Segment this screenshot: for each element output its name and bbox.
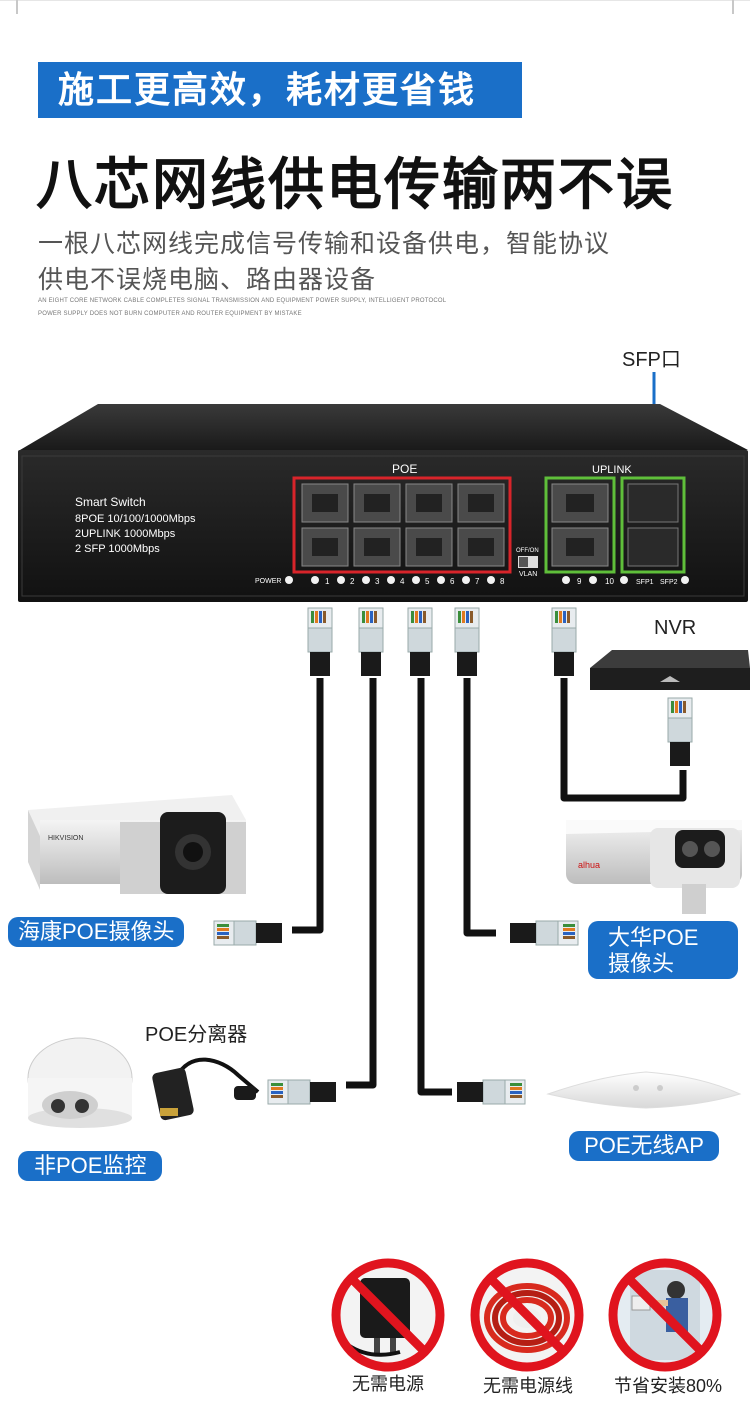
sfp-slot-1	[627, 483, 679, 523]
status-leds	[285, 576, 689, 584]
port-number-3: 3	[375, 577, 380, 586]
dahua-camera-label: 大华POE 摄像头	[588, 921, 738, 979]
uplink-group-label: UPLINK	[592, 464, 632, 476]
description-line-2: 供电不误烧电脑、路由器设备	[38, 266, 377, 294]
port-number-8: 8	[500, 577, 505, 586]
switch-onoff-label: OFF/ON	[516, 548, 539, 554]
top-divider	[0, 0, 750, 1]
sfp-slot-2	[627, 527, 679, 567]
dome-camera	[27, 1037, 133, 1128]
port-number-5: 5	[425, 577, 430, 586]
no-power-label: 无需电源	[352, 1374, 424, 1394]
corner-mark-left	[16, 0, 18, 14]
dahua-camera: alhua	[566, 820, 742, 914]
port-number-10: 10	[605, 577, 614, 586]
page-headline: 八芯网线供电传输两不误	[36, 153, 674, 216]
poe-port-frame	[292, 476, 512, 574]
english-line-1: AN EIGHT CORE NETWORK CABLE COMPLETES SI…	[38, 298, 447, 304]
poe-switch: Smart Switch 8POE 10/100/1000Mbps 2UPLIN…	[18, 404, 748, 602]
port-number-1: 1	[325, 577, 330, 586]
save-install-label: 节省安装80%	[613, 1376, 723, 1396]
english-line-2: POWER SUPPLY DOES NOT BURN COMPUTER AND …	[38, 311, 302, 317]
no-power-cable-icon	[470, 1258, 584, 1372]
network-cables	[292, 678, 687, 1096]
no-installation-icon	[608, 1258, 722, 1372]
nvr-device	[590, 650, 750, 690]
poe-group-label: POE	[392, 462, 417, 476]
poe-splitter	[152, 1057, 260, 1121]
poe-splitter-label: POE分离器	[145, 1024, 248, 1046]
hikvision-camera: HIKVISION	[28, 795, 246, 894]
description-line-1: 一根八芯网线完成信号传输和设备供电，智能协议	[38, 230, 611, 258]
port-number-7: 7	[475, 577, 480, 586]
port-number-6: 6	[450, 577, 455, 586]
dahua-brand-text: alhua	[578, 860, 600, 870]
hik-brand-text: HIKVISION	[48, 835, 83, 842]
hikvision-camera-label: 海康POE摄像头	[8, 917, 185, 947]
switch-model-line-3: 2UPLINK 1000Mbps	[75, 528, 176, 540]
port-number-2: 2	[350, 577, 355, 586]
sfp2-label: SFP2	[660, 579, 678, 586]
sfp-port-label: SFP口	[622, 349, 681, 371]
switch-model-line-4: 2 SFP 1000Mbps	[75, 543, 160, 555]
nvr-label: NVR	[654, 617, 697, 639]
corner-mark-right	[732, 0, 734, 14]
rj45-connector-ap	[456, 1079, 526, 1105]
rj45-connector-1	[307, 607, 333, 677]
no-power-cable-label: 无需电源线	[483, 1376, 573, 1396]
banner-title: 施工更高效，耗材更省钱	[38, 62, 522, 118]
rj45-connector-3	[407, 607, 433, 677]
vlan-label: VLAN	[519, 571, 537, 578]
port-number-4: 4	[400, 577, 405, 586]
uplink-port-frame	[544, 476, 616, 574]
sfp1-label: SFP1	[636, 579, 654, 586]
rj45-connector-nvr	[667, 697, 693, 767]
wireless-ap-label: POE无线AP	[569, 1131, 719, 1161]
rj45-connector-5	[551, 607, 577, 677]
sfp-port-frame	[620, 476, 686, 574]
uplink-port-9	[551, 483, 609, 523]
rj45-connector-dahua	[509, 920, 579, 946]
port-number-9: 9	[577, 577, 582, 586]
dahua-label-line-2: 摄像头	[608, 951, 675, 976]
wireless-ap	[546, 1071, 742, 1109]
power-label: POWER	[255, 578, 281, 585]
rj45-connector-2	[358, 607, 384, 677]
rj45-connector-4	[454, 607, 480, 677]
dahua-label-line-1: 大华POE	[608, 925, 699, 950]
switch-model-line-2: 8POE 10/100/1000Mbps	[75, 513, 196, 525]
rj45-connector-hik	[213, 920, 283, 946]
no-power-adapter-icon	[331, 1258, 445, 1372]
poe-ports	[301, 483, 505, 567]
non-poe-monitor-label: 非POE监控	[18, 1151, 163, 1181]
rj45-connector-splitter	[267, 1079, 337, 1105]
switch-model-line-1: Smart Switch	[75, 495, 146, 509]
